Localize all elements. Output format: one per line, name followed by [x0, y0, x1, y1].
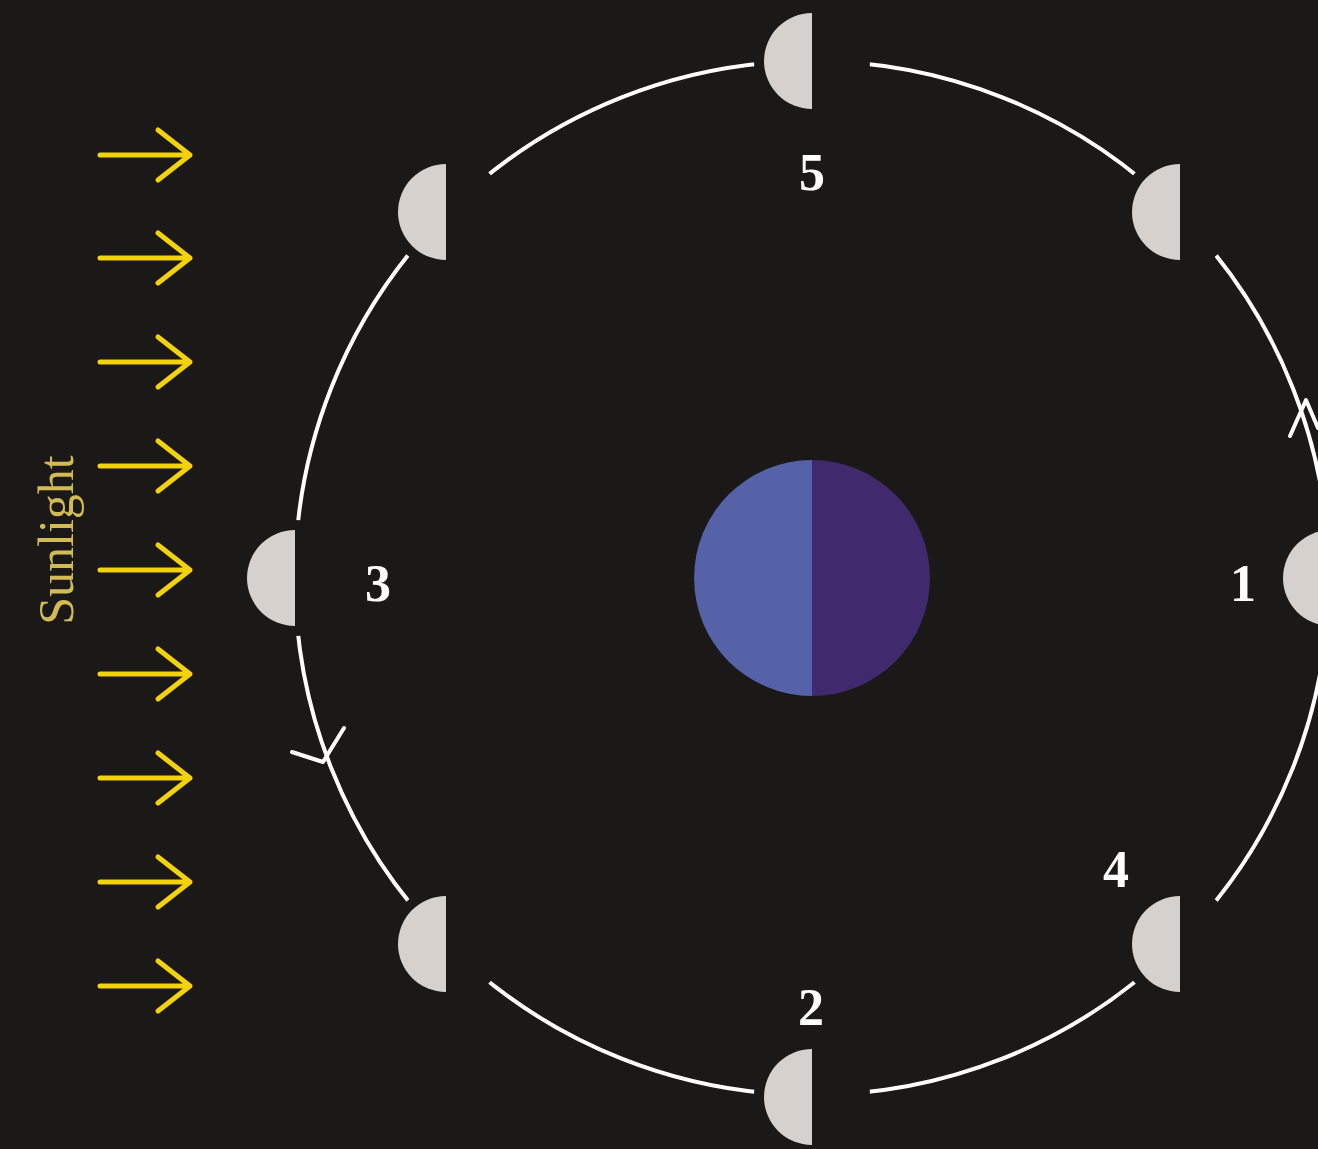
orbit-gap	[388, 886, 504, 1002]
orbit-gap	[1120, 154, 1236, 270]
direction-arrowhead	[292, 728, 344, 762]
half-moon	[398, 164, 446, 260]
sun-ray-arrow	[100, 857, 190, 907]
direction-arrowhead	[1290, 400, 1318, 436]
moons	[247, 13, 1318, 1145]
half-moon	[764, 13, 812, 109]
orbit-gaps	[237, 3, 1318, 1149]
sun-ray-arrow	[100, 441, 190, 491]
sun-ray-arrow	[100, 337, 190, 387]
half-moon	[247, 530, 295, 626]
orbit-direction-arrows	[292, 400, 1318, 762]
earth-day-side	[694, 460, 812, 696]
orbit-gap	[237, 520, 353, 636]
sunlight-label: Sunlight	[31, 455, 81, 624]
half-moon	[764, 1049, 812, 1145]
sunlight-arrows	[100, 130, 190, 1011]
half-moon	[398, 896, 446, 992]
sun-ray-arrow	[100, 545, 190, 595]
orbit-gap	[388, 154, 504, 270]
sun-ray-arrow	[100, 649, 190, 699]
orbit-gap	[1120, 886, 1236, 1002]
orbit-gap	[754, 1037, 870, 1149]
callout-number: 4	[1103, 844, 1129, 896]
sun-ray-arrow	[100, 233, 190, 283]
callout-number: 1	[1230, 558, 1256, 610]
callout-number: 5	[799, 147, 825, 199]
half-moon	[1132, 164, 1180, 260]
half-moon	[1283, 530, 1318, 626]
half-moon	[1132, 896, 1180, 992]
orbit-gap	[1271, 520, 1318, 636]
sun-ray-arrow	[100, 130, 190, 180]
earth	[694, 460, 930, 696]
orbit-gap	[754, 3, 870, 119]
moon-orbit	[295, 61, 1318, 1095]
sun-ray-arrow	[100, 753, 190, 803]
callout-number: 3	[365, 558, 391, 610]
callout-number: 2	[798, 982, 824, 1034]
earth-night-side	[812, 460, 930, 696]
sun-ray-arrow	[100, 961, 190, 1011]
